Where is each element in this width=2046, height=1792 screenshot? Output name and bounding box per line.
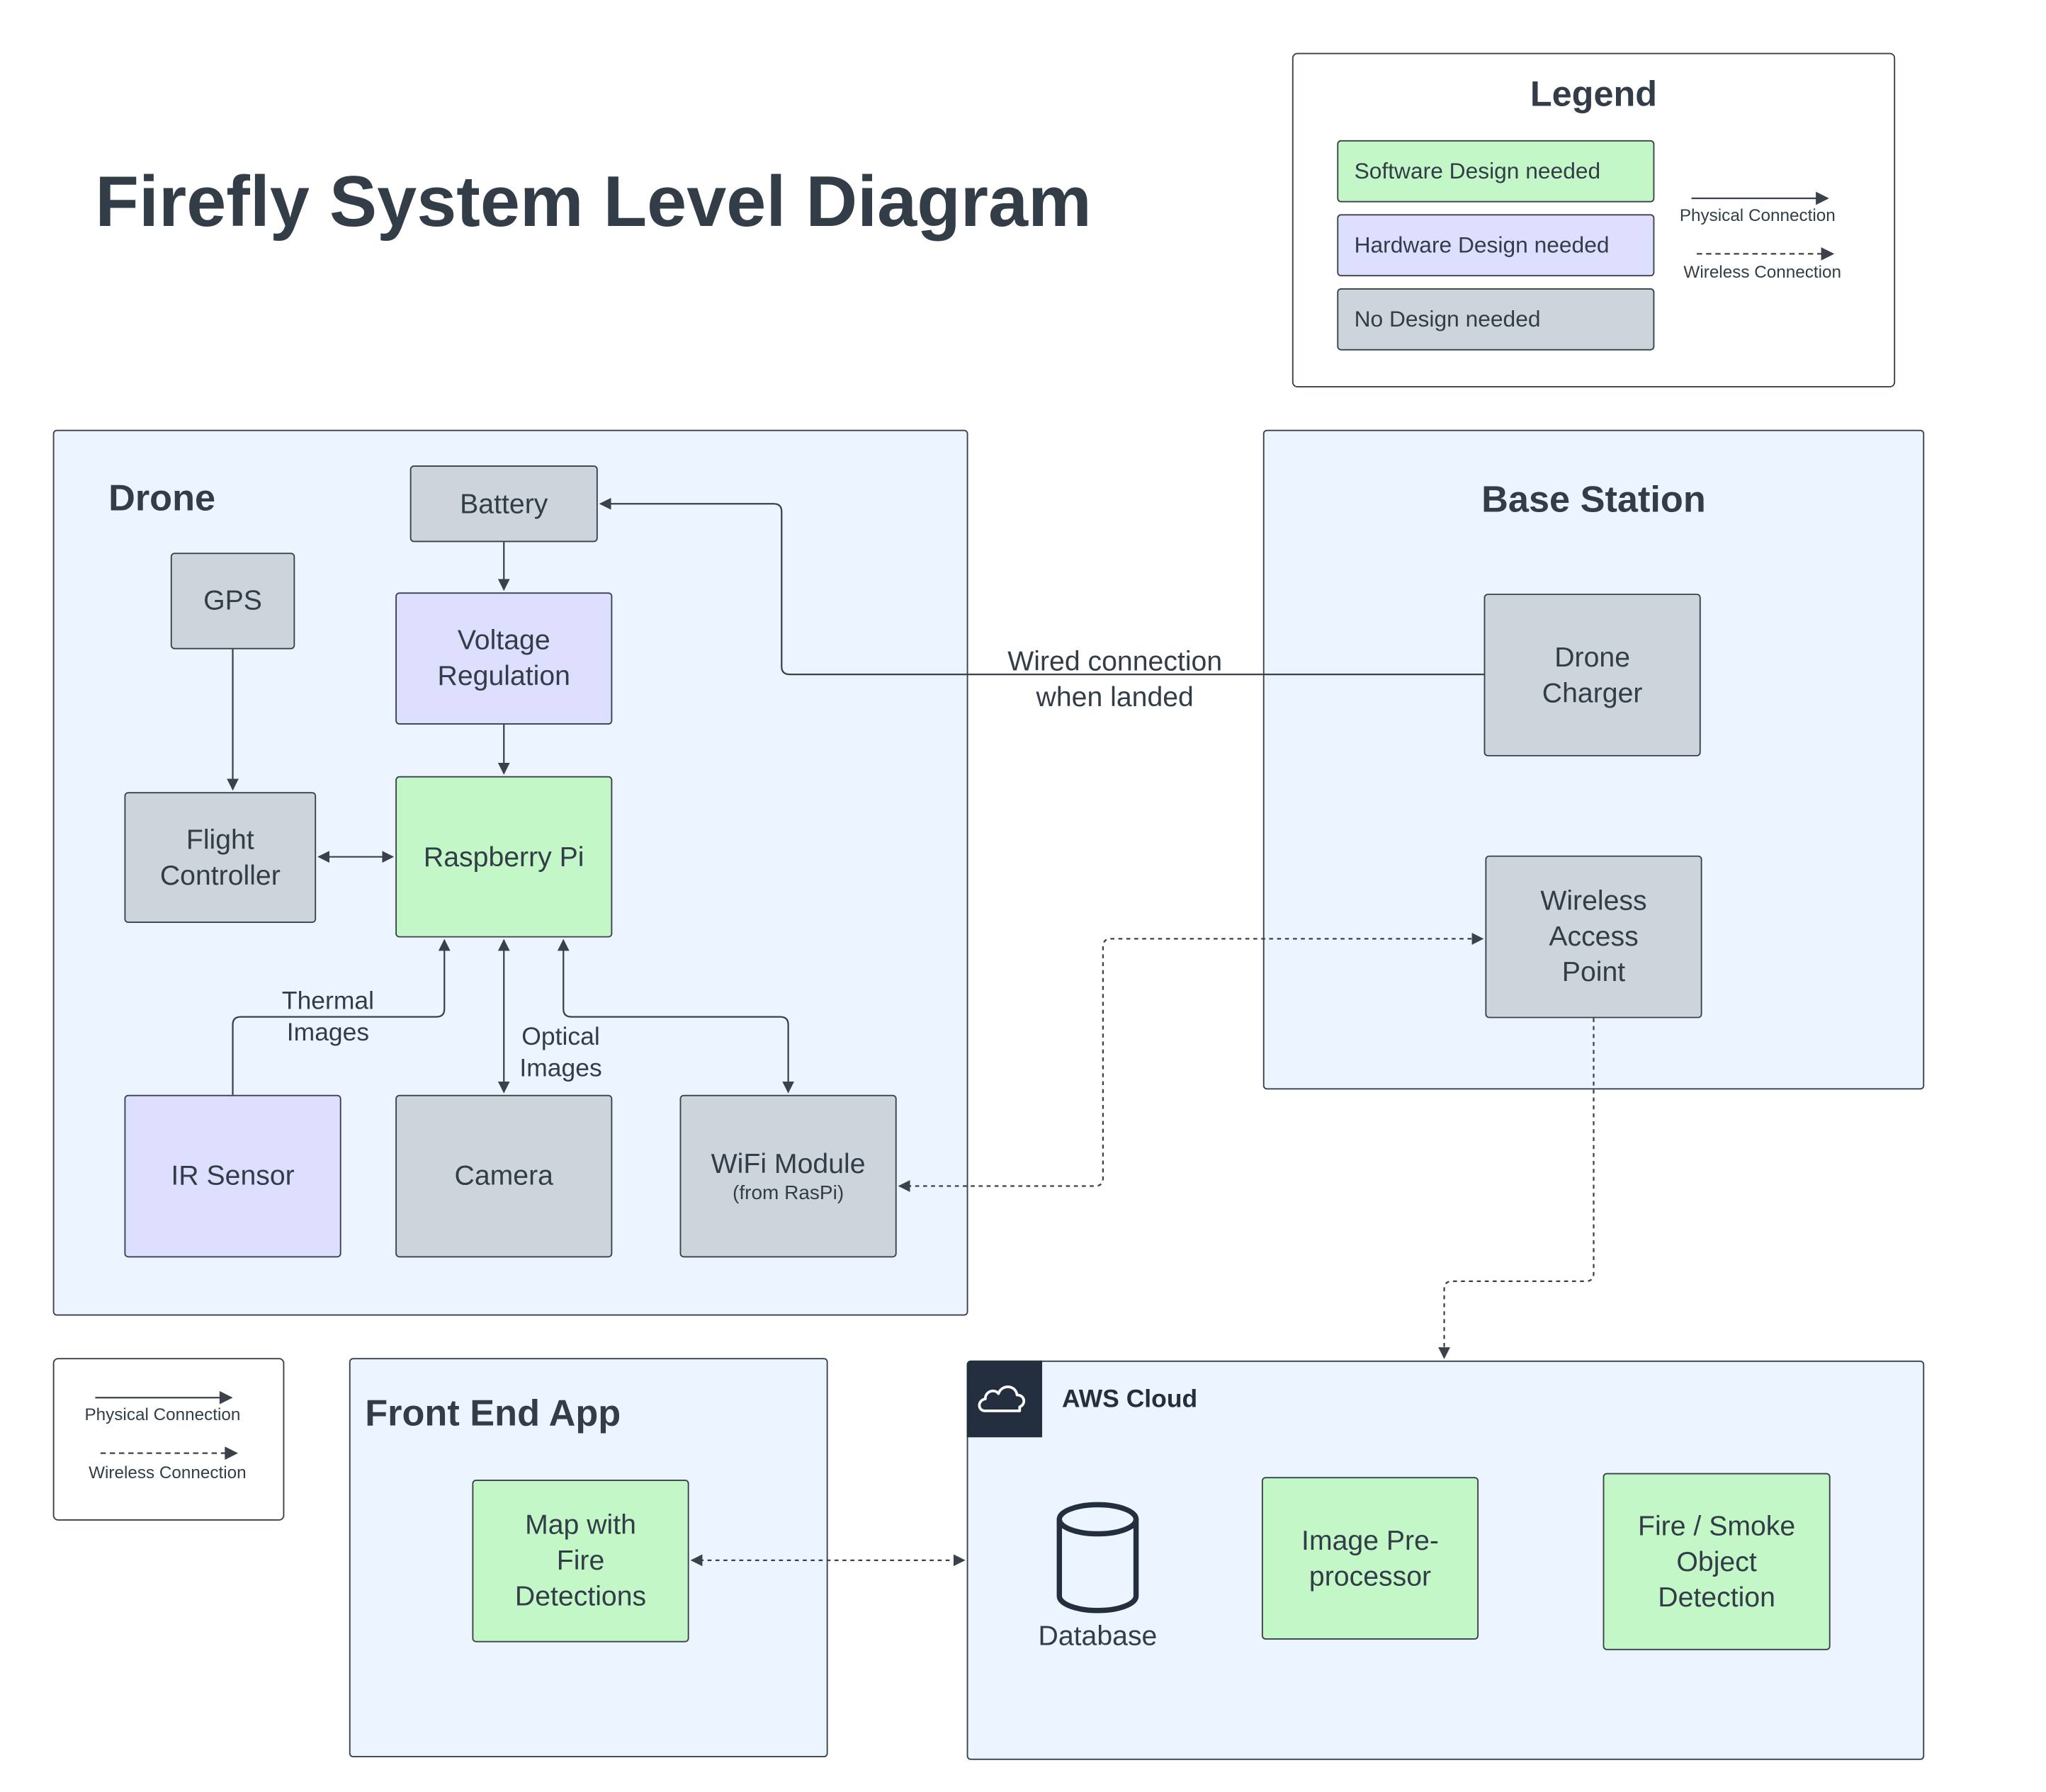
mini-legend-physical-label: Physical Connection xyxy=(84,1404,241,1424)
cloud-icon xyxy=(978,1385,1026,1412)
legend-software: Software Design needed xyxy=(1337,140,1655,203)
voltage-regulation-node: Voltage Regulation xyxy=(395,592,613,725)
base-station-title: Base Station xyxy=(1481,478,1706,520)
wifi-module-label: WiFi Module xyxy=(711,1149,866,1180)
ir-sensor-node: IR Sensor xyxy=(124,1094,341,1258)
wifi-module-node: WiFi Module (from RasPi) xyxy=(679,1094,897,1258)
drone-title: Drone xyxy=(108,477,216,518)
front-end-app-title: Front End App xyxy=(365,1392,621,1434)
legend-physical-label: Physical Connection xyxy=(1679,205,1836,225)
wireless-access-point-node: Wireless Access Point xyxy=(1485,855,1702,1019)
legend-hardware: Hardware Design needed xyxy=(1337,214,1655,277)
wifi-module-sublabel: (from RasPi) xyxy=(733,1181,844,1205)
legend-title: Legend xyxy=(1530,74,1658,114)
camera-node: Camera xyxy=(395,1094,613,1258)
optical-images-label: Optical Images xyxy=(519,1023,602,1083)
fire-smoke-detection-node: Fire / Smoke Object Detection xyxy=(1603,1473,1831,1650)
mini-legend-box xyxy=(52,1358,285,1521)
raspberry-pi-node: Raspberry Pi xyxy=(395,776,613,938)
legend-none: No Design needed xyxy=(1337,288,1655,351)
aws-cloud-badge xyxy=(966,1360,1043,1438)
legend-wireless-label: Wireless Connection xyxy=(1683,261,1841,282)
flight-controller-node: Flight Controller xyxy=(124,792,317,924)
mini-legend-wireless-label: Wireless Connection xyxy=(89,1462,247,1482)
aws-cloud-title: AWS Cloud xyxy=(1062,1385,1198,1414)
thermal-images-label: Thermal Images xyxy=(281,987,375,1048)
page-title: Firefly System Level Diagram xyxy=(95,162,1092,242)
gps-node: GPS xyxy=(170,552,295,650)
wired-connection-label: Wired connection when landed xyxy=(989,644,1241,715)
battery-node: Battery xyxy=(409,465,598,543)
drone-charger-node: Drone Charger xyxy=(1483,594,1701,756)
database-label: Database xyxy=(1038,1621,1158,1652)
image-preprocessor-node: Image Pre-processor xyxy=(1261,1477,1479,1640)
map-fire-detections-node: Map with Fire Detections xyxy=(472,1479,689,1643)
database-cylinder-icon xyxy=(1056,1502,1139,1614)
